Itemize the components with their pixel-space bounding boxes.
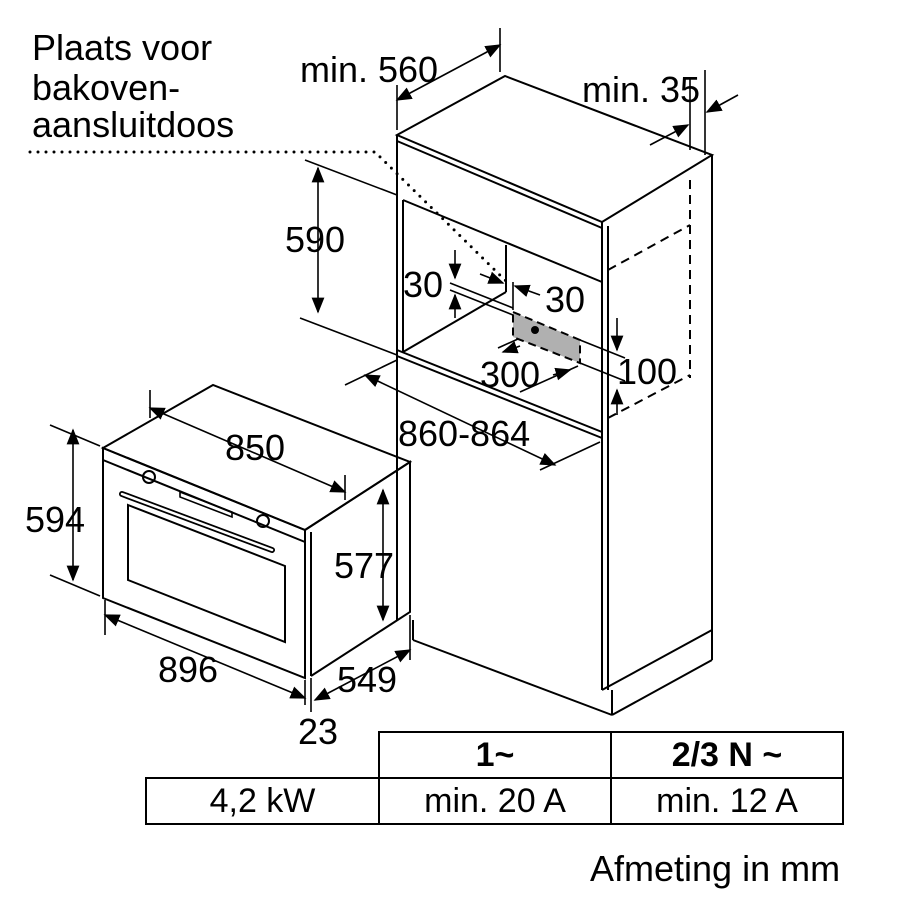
table-row: 4,2 kW min. 20 A min. 12 A (145, 777, 844, 825)
table-header-three-phase: 2/3 N ~ (610, 731, 844, 779)
connection-note-line-3: aansluitdoos (32, 104, 234, 145)
label-niche-depth: min. 560 (300, 49, 438, 90)
label-gap-horizontal: 30 (545, 279, 585, 320)
label-oven-depth: 549 (337, 659, 397, 700)
label-oven-body-height: 577 (334, 545, 394, 586)
table-header-empty (146, 732, 380, 779)
power-table: 1~ 2/3 N ~ 4,2 kW min. 20 A min. 12 A (145, 731, 844, 825)
label-oven-width-top: 850 (225, 427, 285, 468)
label-niche-height: 590 (285, 219, 345, 260)
oven-knob-right (256, 514, 270, 528)
table-header-single-phase: 1~ (378, 731, 612, 779)
table-cell-fuse-three: min. 12 A (610, 777, 844, 825)
label-oven-height: 594 (25, 499, 85, 540)
label-side-clearance: min. 35 (582, 69, 700, 110)
table-cell-power: 4,2 kW (145, 777, 380, 825)
table-header-row: 1~ 2/3 N ~ (146, 731, 844, 779)
socket-dot (531, 326, 539, 334)
connection-note-line-2: bakoven- (32, 67, 180, 108)
label-gap-vertical: 30 (403, 264, 443, 305)
label-niche-width: 860-864 (398, 413, 530, 454)
dimension-lines (49, 28, 739, 712)
label-oven-width: 896 (158, 649, 218, 690)
units-caption: Afmeting in mm (590, 848, 841, 889)
connection-note-line-1: Plaats voor (32, 27, 212, 68)
label-box-height: 100 (617, 351, 677, 392)
label-box-width: 300 (480, 354, 540, 395)
oven-display (179, 490, 233, 519)
cabinet-drawing (28, 74, 715, 716)
table-cell-fuse-single: min. 20 A (378, 777, 612, 825)
